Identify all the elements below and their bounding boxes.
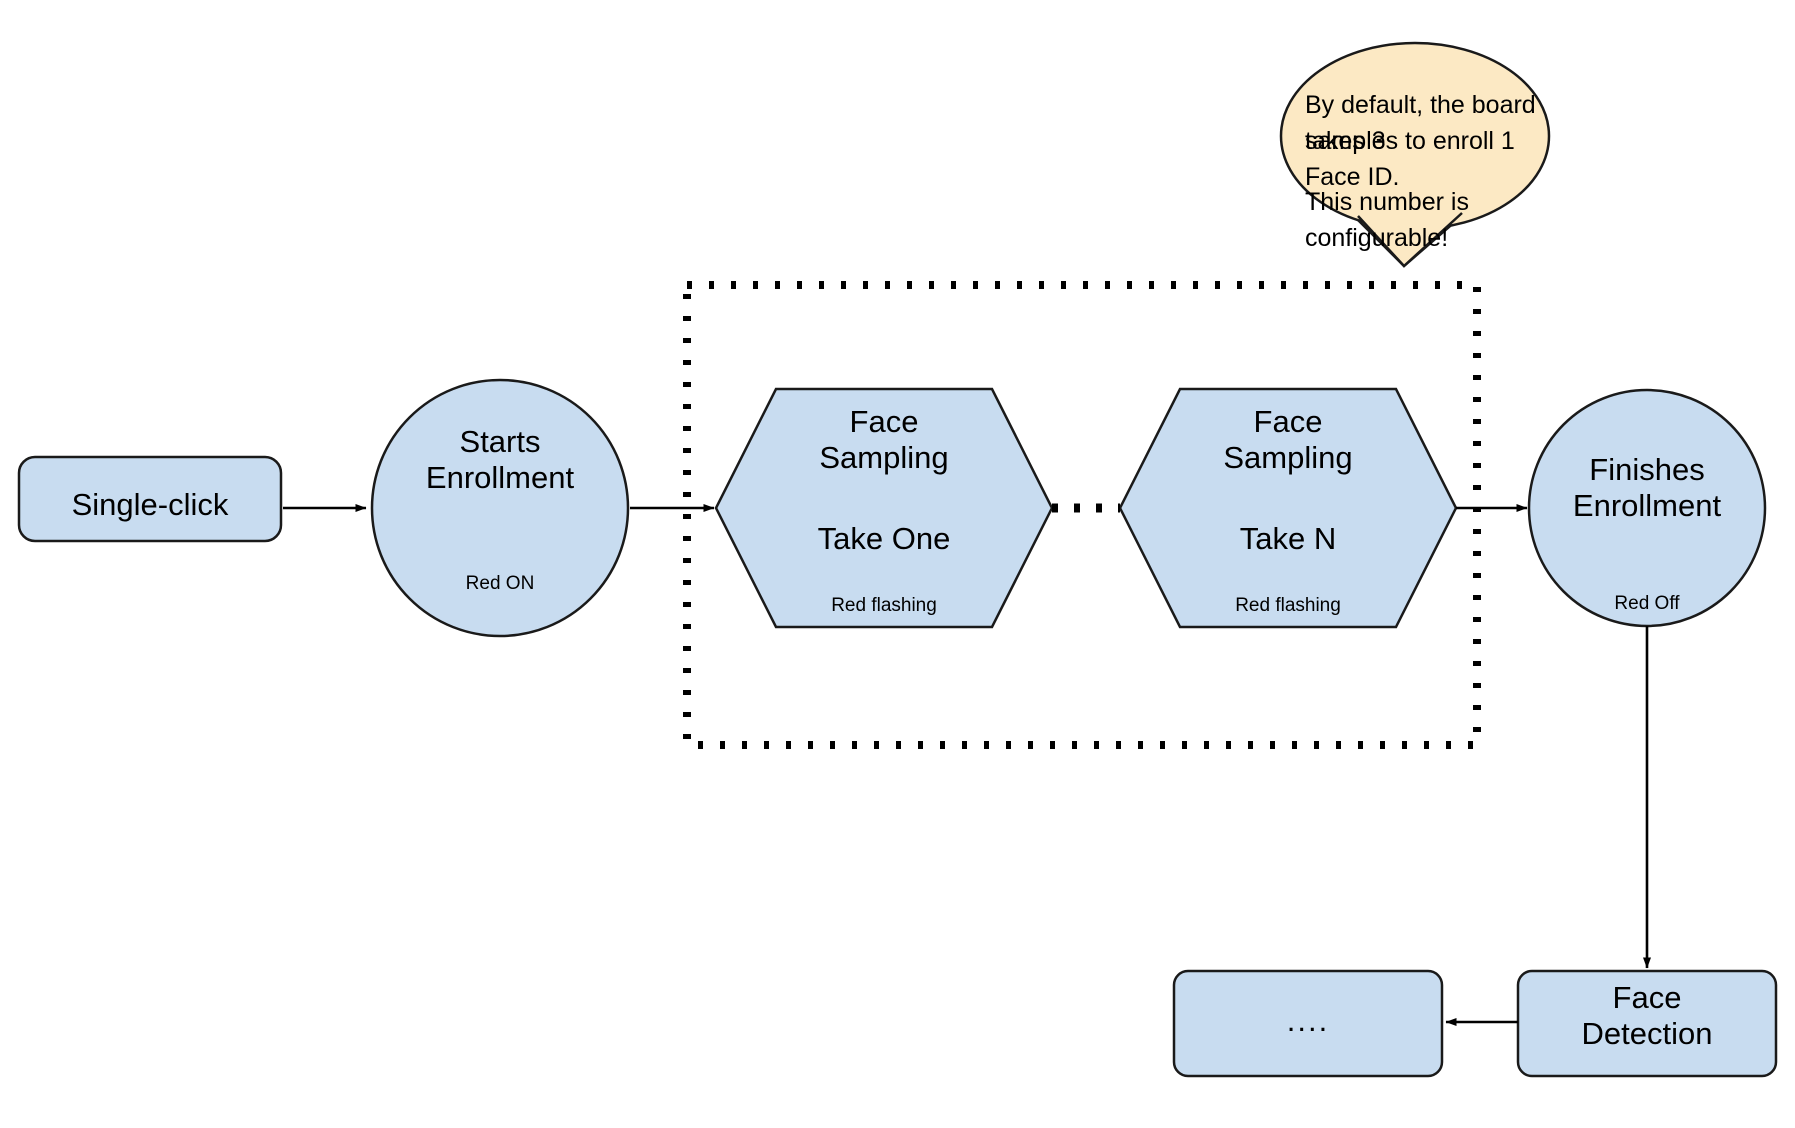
face-sampling-one-hexagon[interactable] (714, 387, 1054, 629)
callout-text-line3: This number is configurable! (1305, 188, 1469, 252)
finishes-enrollment-circle[interactable] (1527, 388, 1767, 628)
callout-text-line1: By default, the board takes 3 (1305, 91, 1536, 155)
sampling-group-box (683, 281, 1481, 749)
starts-enrollment-circle[interactable] (370, 378, 630, 638)
callout-tail-outline (1357, 212, 1463, 268)
callout-text-line2: samples to enroll 1 Face ID. (1305, 127, 1515, 191)
single-click-box[interactable] (17, 455, 283, 543)
face-sampling-n-hexagon[interactable] (1118, 387, 1458, 629)
more-steps-box[interactable] (1172, 969, 1444, 1078)
face-detection-box[interactable] (1516, 969, 1778, 1078)
